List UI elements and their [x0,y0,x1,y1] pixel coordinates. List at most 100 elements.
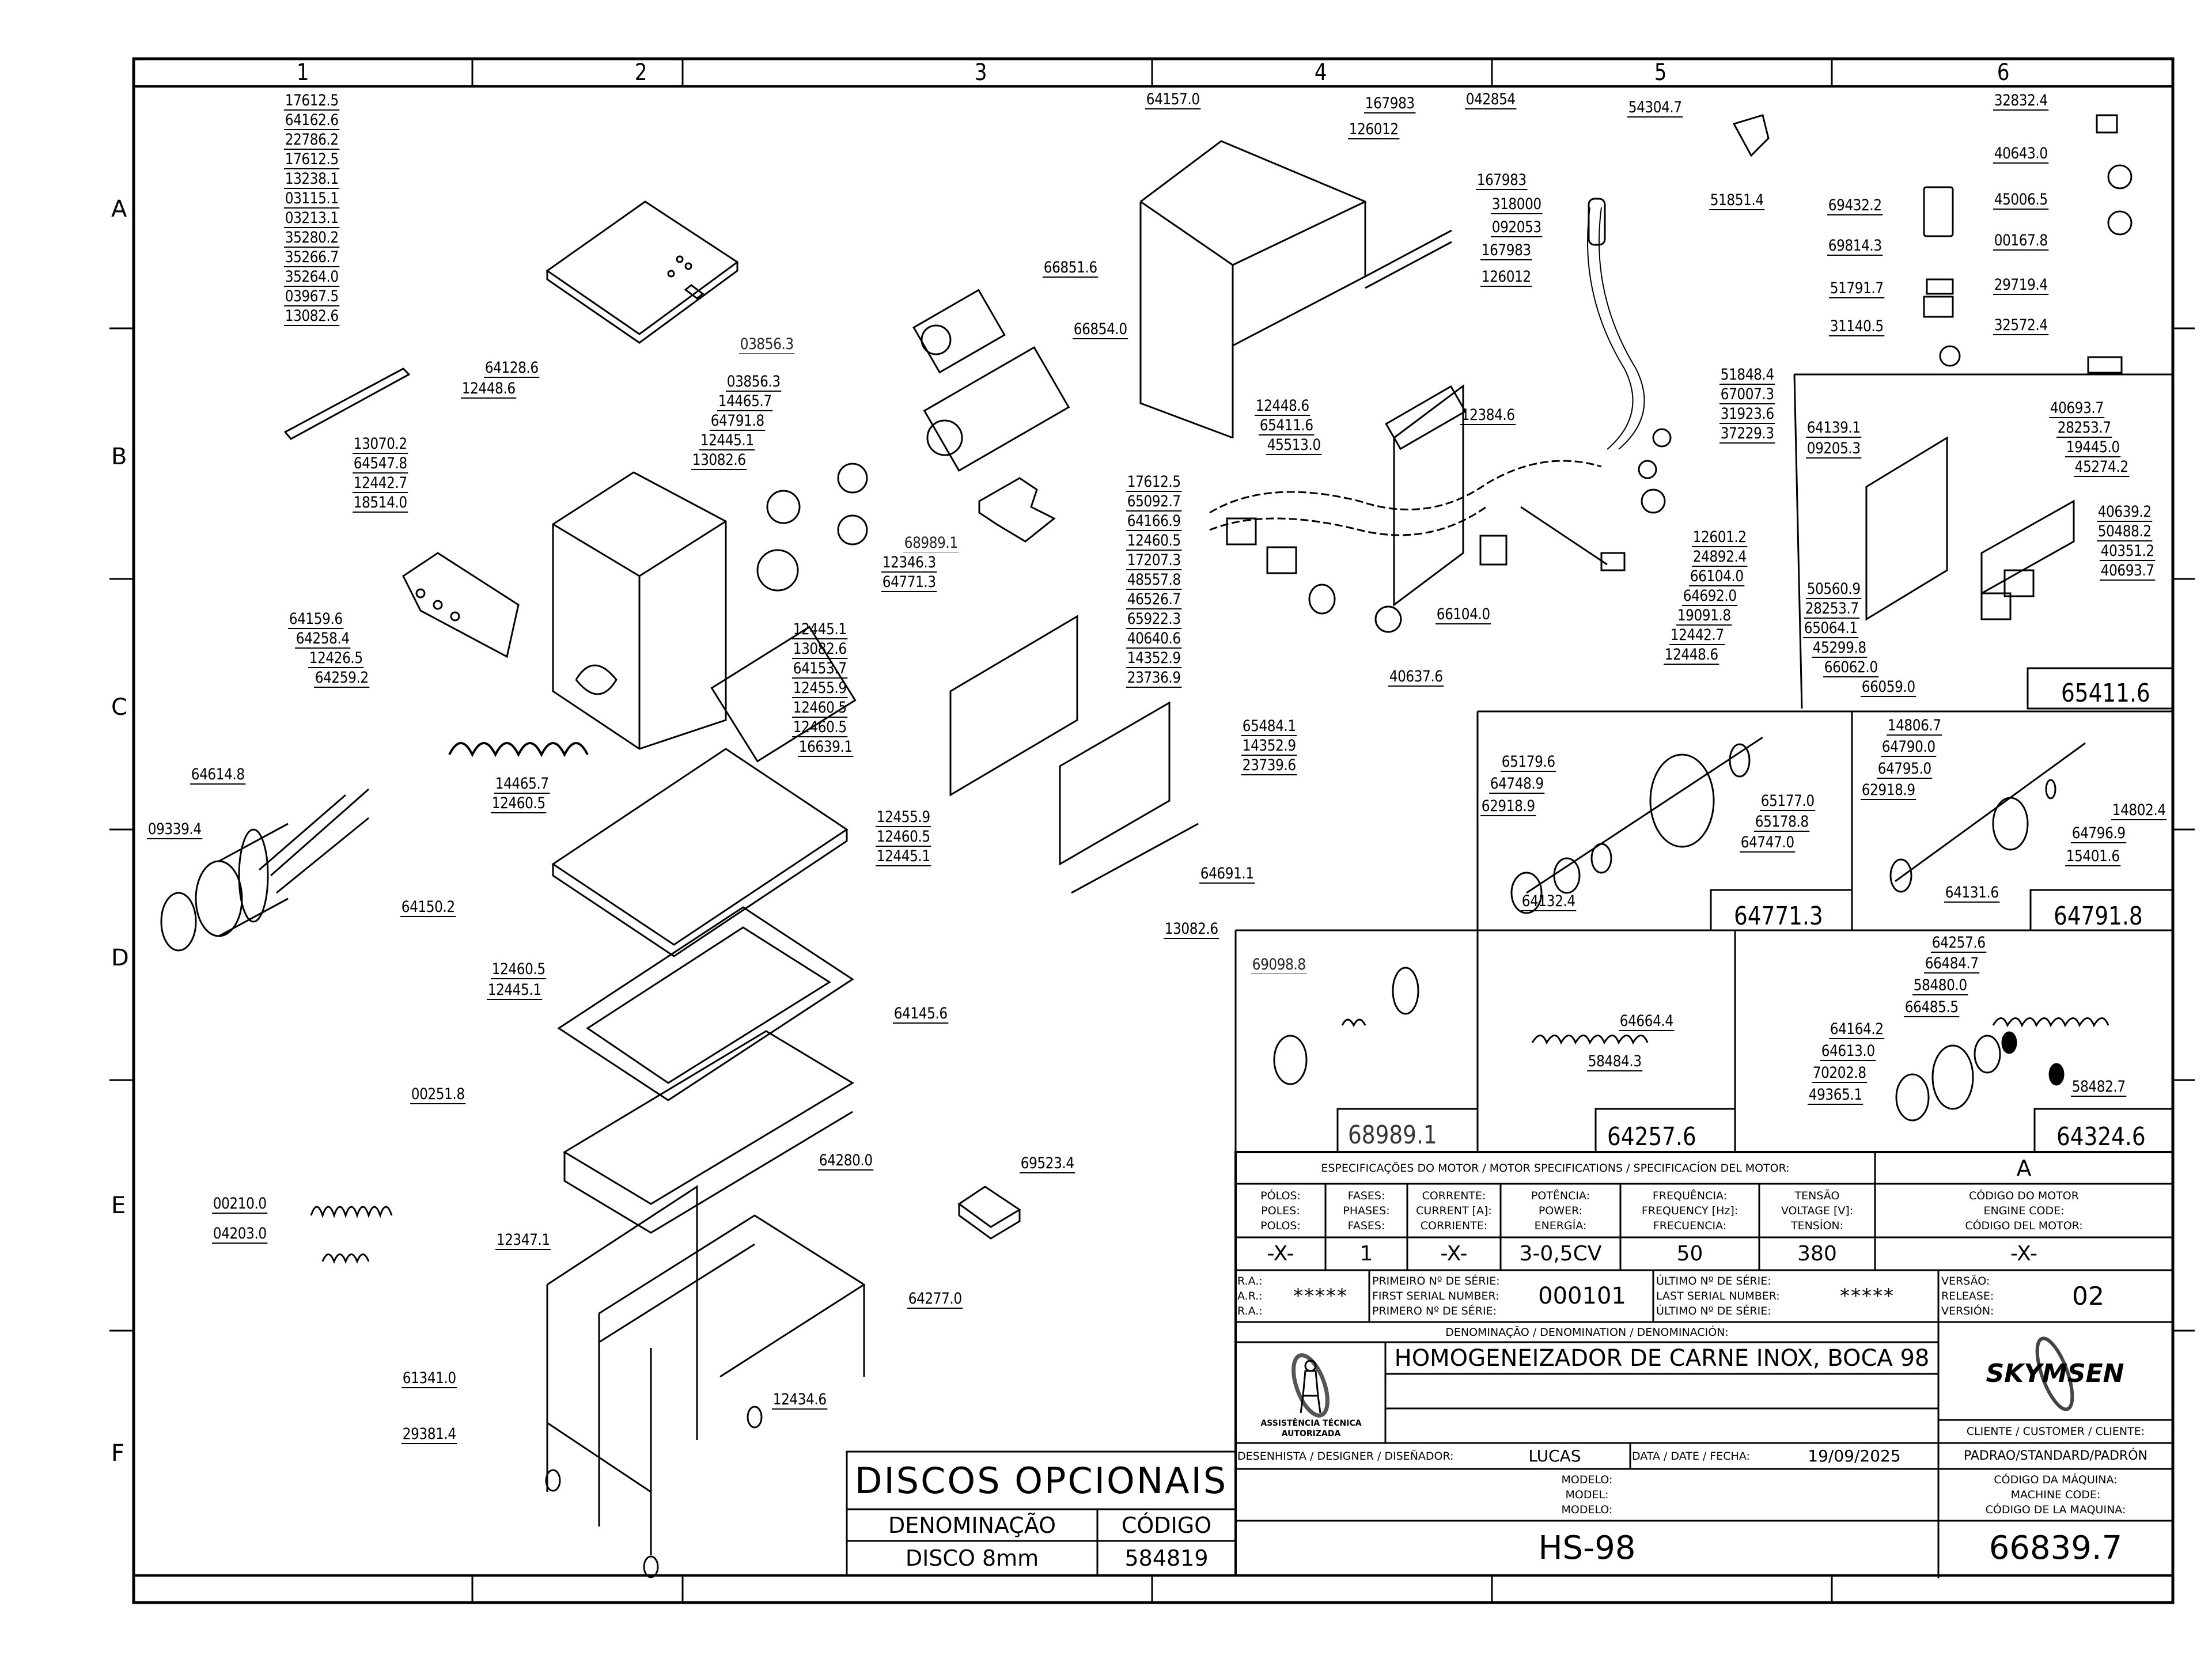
last-serial-labels: ÚLTIMO Nº DE SÉRIE:LAST SERIAL NUMBER:ÚL… [1656,1275,1780,1317]
part-callout: 13238.1 [284,170,340,189]
part-callout: 042854 [1465,90,1517,109]
spec-value-phases: 1 [1359,1242,1373,1266]
part-callout: 64547.8 [353,454,408,474]
part-callout: 58484.3 [1587,1052,1643,1071]
part-callout: 40693.7 [2100,562,2156,581]
part-callout: 64280.0 [818,1152,874,1171]
part-callout: 40351.2 [2100,542,2156,561]
zone-col-1: 1 [296,59,309,86]
version-labels: VERSÃO:RELEASE:VERSIÓN: [1941,1275,1994,1317]
part-callout: 29381.4 [402,1425,457,1444]
part-callout: 64796.9 [2071,824,2127,843]
machine-code-label: CÓDIGO DA MÁQUINA:MACHINE CODE:CÓDIGO DE… [1985,1474,2126,1516]
part-callout: 51851.4 [1709,191,1765,210]
part-callout: 64277.0 [907,1290,963,1309]
sticker-callout: 32572.4 [1993,316,2049,335]
part-callout: 35266.7 [284,248,340,267]
title-block-frame [1234,1151,2174,1577]
part-callout: 14465.7 [717,392,773,411]
part-callout: 12448.6 [1664,646,1719,665]
spec-header-frequency: FREQUÊNCIA:FREQUENCY [Hz]:FRECUENCIA: [1641,1189,1738,1232]
part-callout: 64157.0 [1145,90,1201,109]
part-callout: 12460.5 [792,699,848,718]
sticker-callout: 00167.8 [1993,232,2049,251]
part-callout: 13082.6 [691,451,747,470]
part-callout: 35264.0 [284,268,340,287]
part-callout: 19445.0 [2065,438,2121,457]
part-callout: 64153.7 [792,660,848,679]
part-callout: 17612.5 [284,92,340,111]
part-callout: 31923.6 [1719,405,1775,424]
part-callout: 58480.0 [1912,976,1968,995]
seal-text: ASSISTÊNCIA TÉCNICA AUTORIZADA [1260,1419,1362,1438]
discs-col-code: CÓDIGO [1121,1512,1212,1538]
part-callout: 12601.2 [1692,528,1748,547]
seal-icon [1291,1353,1330,1418]
part-callout: 40640.6 [1126,630,1182,649]
part-callout: 62918.9 [1480,797,1536,816]
sticker-callout: 32832.4 [1993,92,2049,111]
sticker-callout: 51791.7 [1829,279,1885,298]
part-callout: 12455.9 [792,679,848,698]
version-value: 02 [2072,1281,2104,1311]
part-callout: 65092.7 [1126,493,1182,512]
part-callout: 64613.0 [1820,1042,1876,1061]
part-callout: 12346.3 [881,554,937,573]
sticker-callout: 69432.2 [1827,196,1883,215]
part-callout: 66104.0 [1435,605,1491,624]
zone-row-D: D [111,945,129,971]
part-callout: 61341.0 [402,1369,457,1388]
spec-value-frequency: 50 [1676,1242,1703,1266]
part-callout: 66854.0 [1073,320,1128,339]
part-callout: 40639.2 [2097,503,2153,522]
part-callout: 46526.7 [1126,590,1182,609]
part-callout: 66059.0 [1861,678,1916,697]
part-callout: 14802.4 [2111,801,2167,820]
part-callout: 65922.3 [1126,610,1182,629]
customer-label: CLIENTE / CUSTOMER / CLIENTE: [1966,1425,2145,1438]
part-callout: 65484.1 [1241,717,1297,736]
zone-row-B: B [111,444,127,470]
part-callout: 66484.7 [1924,955,1980,974]
part-callout: 64164.2 [1829,1020,1885,1039]
inset-frame-65411 [2027,667,2174,710]
part-callout: 64748.9 [1489,775,1545,794]
zone-col-6: 6 [1997,59,2010,86]
revision-letter: A [2016,1155,2032,1181]
part-callout: 45513.0 [1266,436,1322,455]
zone-row-E: E [111,1192,126,1219]
part-callout: 51848.4 [1719,366,1775,385]
part-callout: 69523.4 [1020,1154,1075,1173]
part-callout: 12460.5 [491,960,547,979]
motor-spec-header: ESPECIFICAÇÕES DO MOTOR / MOTOR SPECIFIC… [1321,1161,1790,1175]
part-callout: 40637.6 [1388,668,1444,687]
sheet-border [132,57,2175,1604]
part-callout: 50488.2 [2097,522,2153,541]
part-callout: 03856.3 [739,335,795,354]
machine-code-value: 66839.7 [1988,1529,2123,1567]
disc-code: 584819 [1124,1546,1209,1571]
part-callout: 64139.1 [1806,419,1862,438]
part-callout: 54304.7 [1627,99,1683,118]
part-callout: 15401.6 [2065,847,2121,866]
skymsen-logo [2035,1336,2074,1411]
zone-row-F: F [111,1440,125,1467]
spec-value-poles: -X- [1267,1242,1294,1266]
assembly-code: 65411.6 [2061,679,2150,708]
part-callout: 64795.0 [1877,760,1933,779]
sticker-callout: 40643.0 [1993,145,2049,164]
part-callout: 28253.7 [2056,419,2112,438]
part-callout: 00251.8 [410,1085,466,1104]
part-callout: 69098.8 [1251,956,1307,974]
part-callout: 13070.2 [353,435,408,454]
model-value: HS-98 [1538,1529,1636,1567]
part-callout: 13082.6 [1164,920,1219,939]
part-callout: 03967.5 [284,287,340,306]
designer-value: LUCAS [1528,1446,1581,1465]
part-callout: 64257.6 [1931,934,1987,953]
part-callout: 24892.4 [1692,548,1748,567]
zone-col-2: 2 [634,59,647,86]
denomination-label: DENOMINAÇÃO / DENOMINATION / DENOMINACIÓ… [1445,1325,1729,1339]
part-callout: 64166.9 [1126,512,1182,531]
